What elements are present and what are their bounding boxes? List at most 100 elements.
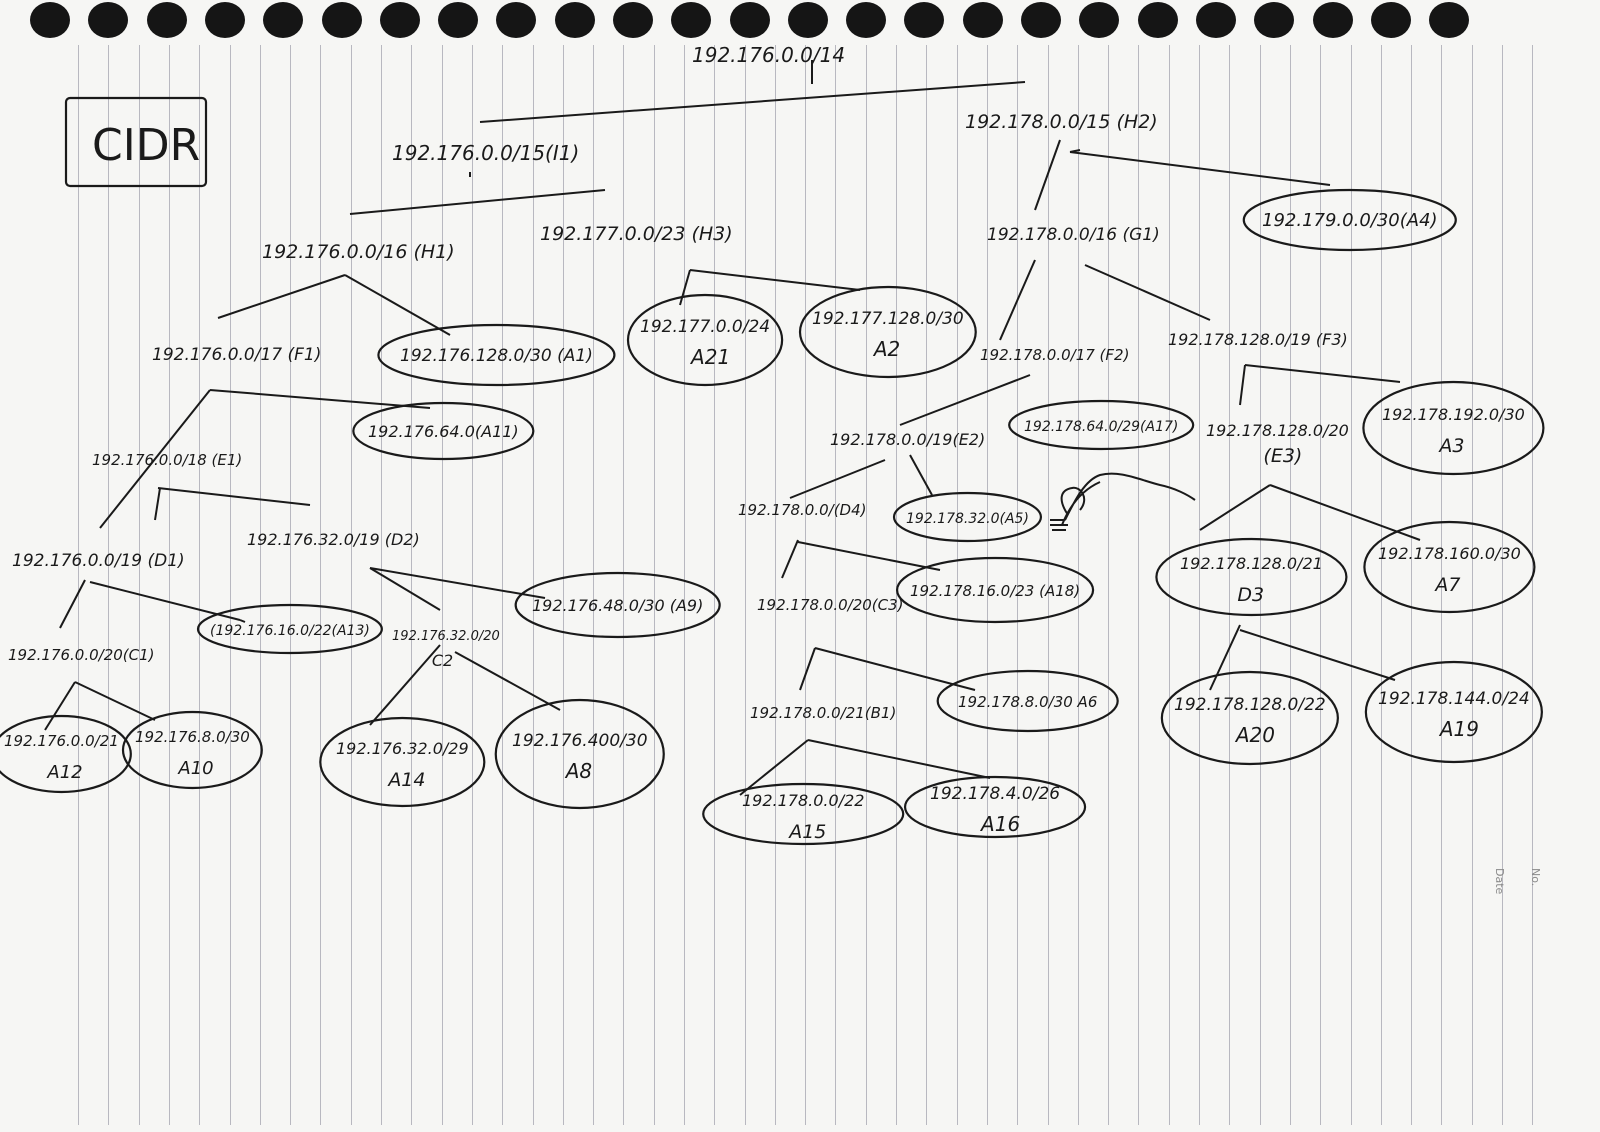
node-oval-a11 bbox=[352, 401, 535, 461]
binder-hole bbox=[963, 2, 1003, 38]
node-label-a16: 192.178.4.0/26 bbox=[930, 784, 1060, 804]
node-sublabel-a10: A10 bbox=[177, 758, 213, 779]
node-labels: 192.176.0.0/14 192.176.0.0/15(I1) 192.178.… bbox=[4, 43, 1530, 843]
node-label-c2: 192.176.32.0/20 bbox=[392, 629, 500, 644]
node-label-g1: 192.178.0.0/16 (G1) bbox=[987, 225, 1160, 245]
node-oval-a10 bbox=[121, 710, 263, 790]
binder-hole bbox=[1138, 2, 1178, 38]
binder-hole bbox=[1313, 2, 1353, 38]
ruled-line bbox=[775, 45, 776, 1125]
scribble-mark-2 bbox=[1050, 519, 1068, 531]
ruled-line bbox=[502, 45, 503, 1125]
binder-hole bbox=[1196, 2, 1236, 38]
node-sublabel-a15: A15 bbox=[787, 821, 826, 843]
ruled-line bbox=[320, 45, 321, 1125]
binder-hole bbox=[380, 2, 420, 38]
tree-edge bbox=[479, 81, 1026, 123]
node-oval-a3 bbox=[1362, 380, 1545, 476]
node-label-a19: 192.178.144.0/24 bbox=[1378, 689, 1530, 709]
ruled-line bbox=[1229, 45, 1230, 1125]
node-oval-a5 bbox=[892, 491, 1043, 543]
node-oval-a9 bbox=[514, 571, 721, 639]
ruled-line bbox=[1199, 45, 1200, 1125]
tree-edge bbox=[807, 739, 991, 779]
node-label-d3: 192.178.128.0/21 bbox=[1180, 554, 1323, 573]
tree-edge bbox=[689, 269, 861, 291]
node-label-root: 192.176.0.0/14 bbox=[692, 43, 845, 67]
tree-edge bbox=[44, 681, 76, 731]
node-oval-a20 bbox=[1160, 670, 1339, 766]
node-label-i1: 192.176.0.0/15(I1) bbox=[392, 141, 579, 165]
ruled-line bbox=[260, 45, 261, 1125]
node-label-c1: 192.176.0.0/20(C1) bbox=[8, 646, 155, 664]
node-oval-a1 bbox=[377, 323, 616, 387]
tree-edge bbox=[999, 259, 1036, 341]
tree-edge bbox=[157, 487, 311, 506]
binder-hole bbox=[263, 2, 303, 38]
ruled-line bbox=[1381, 45, 1382, 1125]
ruled-line bbox=[623, 45, 624, 1125]
node-ovals bbox=[0, 188, 1545, 846]
binder-hole bbox=[671, 2, 711, 38]
tree-edge bbox=[209, 389, 431, 409]
node-oval-a16 bbox=[903, 775, 1087, 839]
ruled-line bbox=[351, 45, 352, 1125]
tree-edge bbox=[1199, 484, 1271, 531]
tree-edge bbox=[1034, 139, 1061, 211]
binder-hole bbox=[1371, 2, 1411, 38]
node-oval-a21 bbox=[626, 293, 784, 387]
ruled-line bbox=[926, 45, 927, 1125]
ruled-line bbox=[108, 45, 109, 1125]
binder-hole bbox=[88, 2, 128, 38]
tree-edge bbox=[814, 647, 976, 691]
node-label-a18: 192.178.16.0/23 (A18) bbox=[910, 582, 1080, 600]
tree-edge bbox=[781, 539, 799, 579]
node-label-a13: (192.176.16.0/22(A13) bbox=[210, 623, 370, 639]
ruled-line bbox=[805, 45, 806, 1125]
ruled-line bbox=[1108, 45, 1109, 1125]
ruled-line bbox=[1441, 45, 1442, 1125]
binder-hole bbox=[147, 2, 187, 38]
tree-edge bbox=[789, 459, 886, 499]
ruled-line bbox=[78, 45, 79, 1125]
ruled-line bbox=[442, 45, 443, 1125]
binder-hole bbox=[1429, 2, 1469, 38]
tree-edge bbox=[739, 739, 809, 796]
node-sublabel-a14: A14 bbox=[386, 769, 425, 791]
tree-edge bbox=[217, 274, 346, 319]
node-oval-a17 bbox=[1008, 399, 1195, 451]
binder-hole bbox=[438, 2, 478, 38]
node-oval-a18 bbox=[895, 556, 1095, 624]
node-oval-a14 bbox=[319, 716, 486, 808]
node-label-h3: 192.177.0.0/23 (H3) bbox=[540, 223, 733, 245]
node-label-a5: 192.178.32.0(A5) bbox=[906, 511, 1029, 527]
ruled-line bbox=[684, 45, 685, 1125]
node-label-a21: 192.177.0.0/24 bbox=[640, 317, 770, 337]
binder-hole bbox=[904, 2, 944, 38]
node-oval-a2 bbox=[798, 285, 977, 379]
node-oval-a13 bbox=[196, 603, 383, 655]
tree-edge bbox=[679, 269, 691, 306]
node-label-a8: 192.176.400/30 bbox=[512, 731, 648, 751]
node-sublabel-a20: A20 bbox=[1234, 723, 1275, 747]
node-label-a17: 192.178.64.0/29(A17) bbox=[1024, 419, 1178, 435]
node-label-a14: 192.176.32.0/29 bbox=[336, 739, 469, 758]
node-oval-a6 bbox=[936, 669, 1119, 733]
ruled-line bbox=[1532, 45, 1533, 1125]
binder-hole bbox=[555, 2, 595, 38]
tree-edge bbox=[1244, 364, 1401, 383]
node-label-f3: 192.178.128.0/19 (F3) bbox=[1168, 330, 1348, 349]
tree-edge bbox=[344, 274, 451, 336]
node-sublabel-a3: A3 bbox=[1437, 435, 1464, 457]
node-label-h2: 192.178.0.0/15 (H2) bbox=[965, 111, 1158, 133]
binder-hole bbox=[1079, 2, 1119, 38]
ruled-line bbox=[593, 45, 594, 1125]
ruled-line bbox=[1017, 45, 1018, 1125]
tree-edge bbox=[1209, 624, 1241, 691]
ruled-line bbox=[563, 45, 564, 1125]
tree-edge bbox=[1239, 629, 1396, 681]
tree-edge bbox=[99, 389, 211, 529]
ruled-line bbox=[1290, 45, 1291, 1125]
